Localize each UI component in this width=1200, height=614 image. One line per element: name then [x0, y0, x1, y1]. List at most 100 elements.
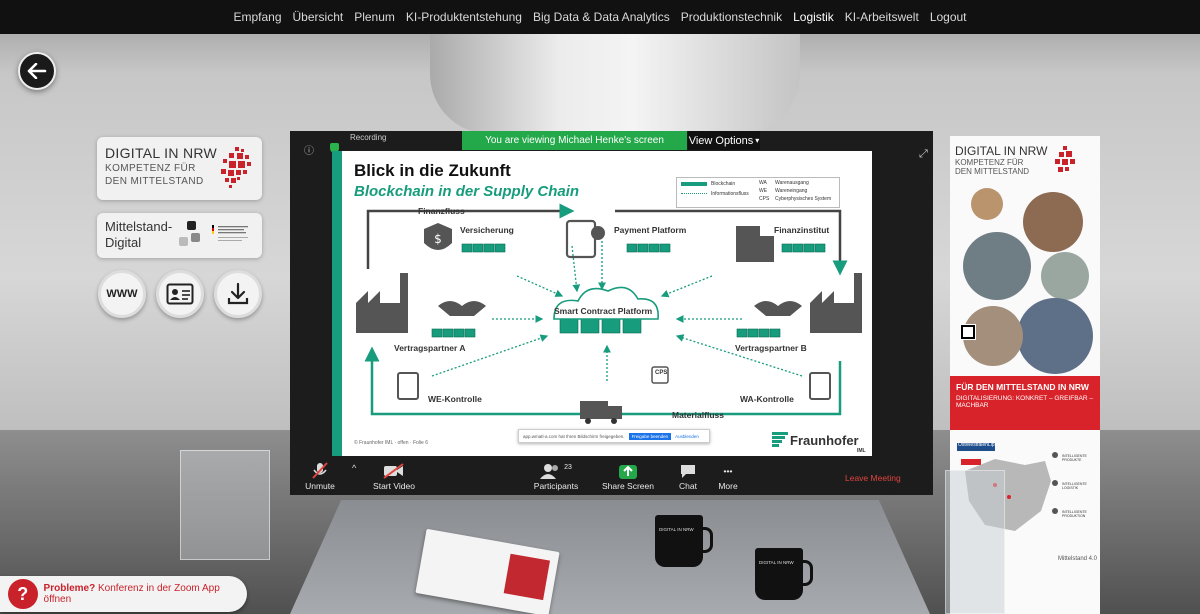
share-screen-icon — [619, 465, 637, 479]
label-partner-b: Vertragspartner B — [735, 343, 807, 353]
banner-red-sub: DIGITALISIERUNG: KONKRET – GREIFBAR – MA… — [956, 395, 1094, 409]
viewing-banner: You are viewing Michael Henke's screen — [462, 131, 687, 150]
more-icon: ••• — [723, 466, 733, 476]
shared-screen-slide: Blick in die Zukunft Blockchain in der S… — [332, 151, 872, 456]
map-item-3: INTELLIGENTE PRODUKTION — [1062, 510, 1087, 518]
chat-button[interactable]: Chat — [658, 461, 718, 495]
help-text: Probleme? Konferenz in der Zoom App öffn… — [44, 583, 247, 605]
security-shield-icon[interactable] — [330, 143, 339, 153]
label-payment: Payment Platform — [614, 225, 687, 235]
svg-text:$: $ — [434, 232, 442, 246]
share-screen-button[interactable]: Share Screen — [598, 461, 658, 495]
start-video-button[interactable]: Start Video — [364, 461, 424, 495]
slide-title: Blick in die Zukunft — [354, 161, 511, 180]
participants-label: Participants — [533, 481, 579, 491]
nav-produktionstechnik[interactable]: Produktionstechnik — [680, 10, 783, 24]
label-versicherung: Versicherung — [460, 225, 514, 235]
label-cps: CPS — [655, 370, 668, 376]
info-icon[interactable]: ⓘ — [304, 146, 314, 157]
fraunhofer-logo-icon — [772, 432, 788, 447]
nrw-title: DIGITAL IN NRW — [105, 145, 218, 161]
glass-partition-left — [180, 450, 270, 560]
nav-big-data[interactable]: Big Data & Data Analytics — [532, 10, 670, 24]
www-button[interactable]: WWW — [98, 270, 146, 318]
chat-icon — [681, 465, 695, 478]
banner-title: DIGITAL IN NRW — [955, 144, 1048, 158]
participants-count: 23 — [564, 463, 572, 471]
chevron-down-icon: ▾ — [755, 136, 760, 145]
recording-indicator: Recording — [350, 133, 387, 142]
banner-sub2: DEN MITTELSTAND — [955, 167, 1030, 176]
mittelstand-squares-icon — [179, 221, 200, 246]
glass-partition-right — [945, 470, 1005, 614]
label-finanzinstitut: Finanzinstitut — [774, 225, 830, 235]
fullscreen-icon[interactable]: ⤢ — [919, 148, 928, 160]
brochure-cover-red — [503, 553, 551, 601]
top-navigation: Empfang Übersicht Plenum KI-Produktentst… — [0, 0, 1200, 34]
map-item-1: INTELLIGENTE PRODUKTE — [1062, 454, 1087, 462]
question-icon: ? — [8, 579, 38, 609]
map-item-2: INTELLIGENTE LOGISTIK — [1062, 482, 1087, 490]
start-video-label: Start Video — [373, 481, 415, 491]
nav-ki-produktentstehung[interactable]: KI-Produktentstehung — [405, 10, 522, 24]
unmute-label: Unmute — [305, 481, 335, 491]
microphone-muted-icon — [312, 462, 328, 479]
nav-logistik[interactable]: Logistik — [793, 10, 834, 24]
view-options-label: View Options — [688, 134, 754, 147]
nav-logout[interactable]: Logout — [929, 10, 967, 24]
hide-button[interactable]: Ausblenden — [675, 433, 699, 439]
fraunhofer-logo: Fraunhofer — [790, 433, 859, 448]
leave-meeting-button[interactable]: Leave Meeting — [845, 473, 901, 483]
legend-we: WE — [759, 188, 768, 194]
banner-photo-collage — [960, 188, 1093, 374]
chevron-up-icon[interactable]: ^ — [352, 463, 357, 473]
participants-icon — [540, 464, 559, 479]
room-pillar — [430, 34, 800, 134]
nav-plenum[interactable]: Plenum — [354, 10, 395, 24]
label-smart-contract: Smart Contract Platform — [554, 306, 653, 316]
screen-share-notification: app.wmatl-a.com hat Ihren Bildschirm fre… — [518, 429, 710, 443]
slide-subtitle: Blockchain in der Supply Chain — [354, 183, 580, 200]
legend-cps-text: Cyberphysisches System — [775, 196, 832, 202]
fraunhofer-sub: IML — [857, 448, 866, 454]
help-bar[interactable]: ? Probleme? Konferenz in der Zoom App öf… — [0, 576, 247, 612]
slide-footer: © Fraunhofer IML · offen · Folie 6 — [354, 440, 428, 446]
viewing-text: You are viewing Michael Henke's screen — [485, 135, 664, 146]
blockchain-diagram: $ — [356, 203, 862, 424]
nrw-sub2: DEN MITTELSTAND — [105, 176, 204, 187]
label-we-kontrolle: WE-Kontrolle — [428, 394, 482, 404]
zoom-control-bar: Unmute ^ Start Video 23 Participants Sha… — [290, 461, 933, 495]
nav-ki-arbeitswelt[interactable]: KI-Arbeitswelt — [844, 10, 919, 24]
banner-footer: Mittelstand 4.0 — [1058, 556, 1098, 562]
mug-right: DIGITAL IN NRW — [755, 548, 813, 600]
download-icon — [227, 282, 249, 305]
unmute-button[interactable]: Unmute — [290, 461, 350, 495]
view-options-button[interactable]: View Options ▾ — [688, 131, 760, 150]
share-screen-label: Share Screen — [602, 481, 654, 491]
mug-left-text: DIGITAL IN NRW — [659, 527, 694, 532]
more-label: More — [718, 481, 738, 491]
digital-in-nrw-logo[interactable]: DIGITAL IN NRW KOMPETENZ FÜR DEN MITTELS… — [97, 137, 262, 200]
slide-legend: Blockchain Informationsfluss WA Warenaus… — [676, 177, 840, 208]
legend-blockchain: Blockchain — [711, 181, 736, 187]
mittelstand-digital-logo[interactable]: Mittelstand- Digital — [97, 213, 262, 258]
conference-table — [290, 500, 930, 614]
arrow-left-icon — [27, 63, 47, 79]
nav-uebersicht[interactable]: Übersicht — [292, 10, 344, 24]
download-button[interactable] — [214, 270, 262, 318]
back-button[interactable] — [18, 52, 56, 90]
contact-card-button[interactable] — [156, 270, 204, 318]
legend-cps: CPS — [759, 196, 770, 202]
mug-left: DIGITAL IN NRW — [655, 515, 713, 567]
map-region-label: OstWestfalenLippe — [958, 442, 1001, 448]
chat-label: Chat — [679, 481, 697, 491]
more-button[interactable]: ••• More — [698, 461, 758, 495]
participants-button[interactable]: 23 Participants — [526, 461, 586, 495]
label-materialfluss: Materialfluss — [672, 410, 724, 420]
legend-wa-text: Warenausgang — [775, 180, 809, 186]
contact-card-icon — [166, 283, 194, 305]
stop-sharing-button[interactable]: Freigabe beenden — [628, 432, 672, 440]
nav-empfang[interactable]: Empfang — [233, 10, 282, 24]
banner-logo: DIGITAL IN NRW KOMPETENZ FÜR DEN MITTELS… — [955, 144, 1095, 176]
mit-line1: Mittelstand- — [105, 219, 173, 234]
